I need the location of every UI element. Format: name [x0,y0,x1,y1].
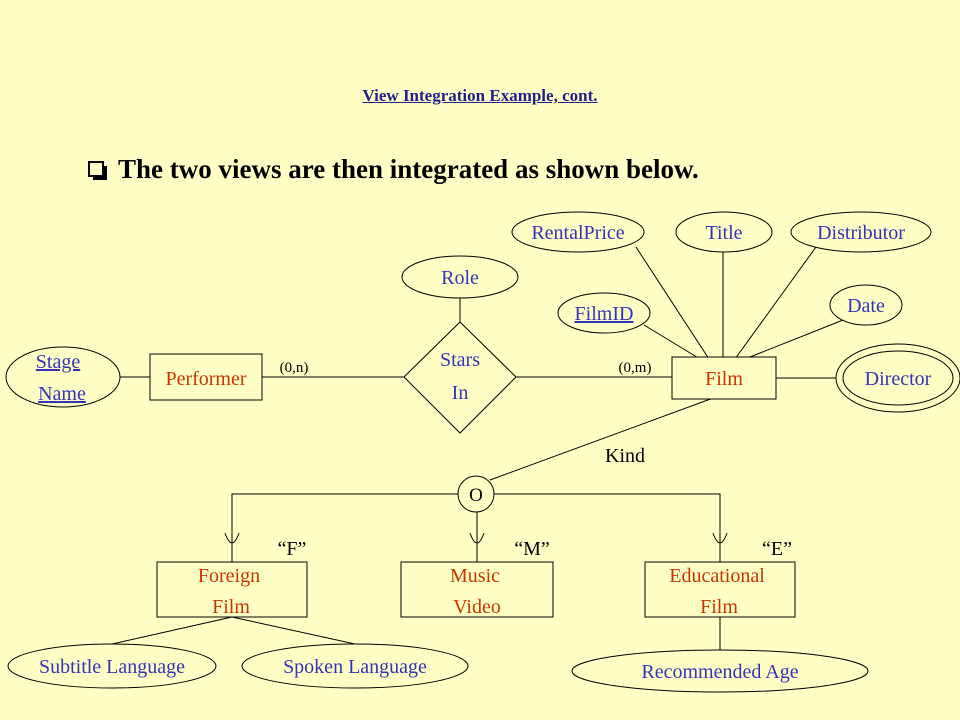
line-filmid-film [643,324,701,360]
attr-role-ellipse [401,255,519,299]
line-distributor-film [734,246,817,360]
entity-performer-box [149,353,263,401]
line-film-specialization [489,396,717,481]
line-spec-foreign [231,493,458,562]
diagram-labels: Stage Name Performer (0,n) Stars In Role… [36,222,932,683]
entity-film-label: Film [705,368,743,390]
diagram-shapes [5,211,960,693]
attr-title-ellipse [675,211,773,253]
entity-musicvideo-line1: Music [450,565,500,587]
discriminator-value-f: “F” [278,538,307,560]
relationship-starsin-line2: In [452,382,469,404]
line-foreign-spoken [231,616,356,645]
attr-subtitlelanguage-label: Subtitle Language [39,656,185,678]
attr-stagename-ellipse [5,346,121,408]
entity-educationalfilm-line2: Film [700,596,738,618]
entity-educationalfilm-line1: Educational [669,565,765,587]
attr-director-inner-ellipse [842,350,954,406]
discriminator-value-e: “E” [762,538,792,560]
attr-date-label: Date [847,295,885,317]
subset-educational-icon [712,532,728,544]
entity-film-box [671,356,777,400]
attr-spokenlanguage-label: Spoken Language [283,656,427,678]
attr-filmid-label: FilmID [575,303,634,325]
specialization-circle [457,475,495,513]
entity-educationalfilm-box [644,561,796,618]
attr-recommendedage-ellipse [571,649,869,693]
cardinality-film: (0,m) [619,360,652,376]
attr-rentalprice-label: RentalPrice [531,222,624,244]
entity-foreignfilm-box [156,561,308,618]
line-foreign-subtitle [111,616,233,645]
attr-spokenlanguage-ellipse [241,643,469,689]
subset-foreign-icon [224,532,240,544]
attr-director-label: Director [865,368,932,390]
attr-recommendedage-label: Recommended Age [641,661,798,683]
attr-rentalprice-ellipse [511,211,645,253]
attr-stagename-line2: Name [38,383,86,405]
cardinality-performer: (0,n) [280,360,309,376]
line-spec-educational [494,493,721,562]
slide-title: View Integration Example, cont. [362,86,598,105]
discriminator-value-m: “M” [514,538,550,560]
relationship-starsin-diamond [403,321,517,434]
attr-stagename-line1: Stage [36,351,81,373]
relationship-starsin-line1: Stars [440,349,480,371]
entity-performer-label: Performer [165,368,246,390]
discriminator-kind-label: Kind [605,445,645,467]
line-date-film [744,319,844,360]
specialization-overlap-label: O [469,485,483,506]
entity-foreignfilm-line1: Foreign [198,565,260,587]
attr-subtitlelanguage-ellipse [7,643,217,689]
entity-musicvideo-box [400,561,554,618]
entity-musicvideo-line2: Video [453,596,501,618]
connector-lines [111,246,844,650]
entity-foreignfilm-line2: Film [212,596,250,618]
subset-music-icon [469,532,485,544]
line-rentalprice-film [635,246,710,360]
attr-filmid-ellipse [557,292,651,334]
checkbox-bullet-icon [88,161,107,180]
attr-date-ellipse [829,284,903,326]
attr-distributor-ellipse [790,211,932,253]
attr-title-label: Title [705,222,742,244]
attr-distributor-label: Distributor [817,222,905,244]
attr-role-label: Role [441,267,479,289]
bullet-text: The two views are then integrated as sho… [118,154,699,184]
